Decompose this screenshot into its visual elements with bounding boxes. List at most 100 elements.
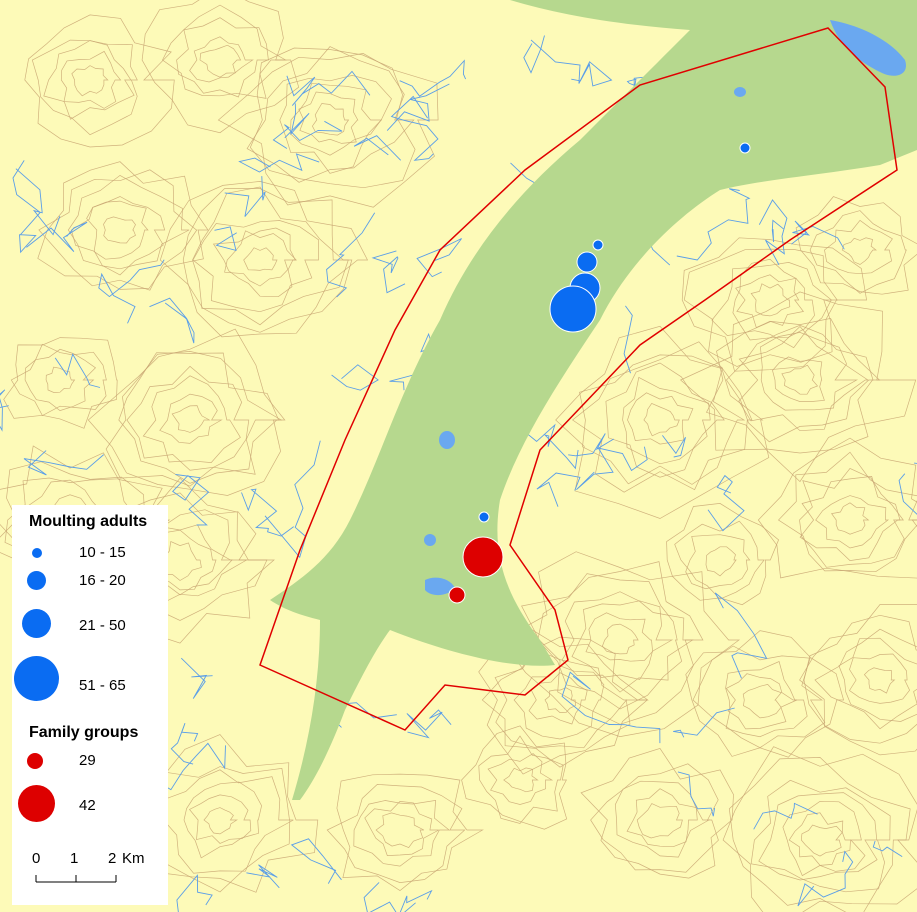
stream — [872, 840, 903, 857]
contour-line — [692, 645, 826, 749]
contour-line — [788, 812, 851, 866]
stream — [662, 435, 686, 458]
stream — [576, 446, 648, 491]
lake-small-north — [734, 87, 746, 97]
contour-line — [353, 799, 451, 867]
contour-line — [725, 324, 874, 443]
stream — [12, 160, 41, 254]
contour-line — [192, 220, 319, 313]
contour-line — [478, 623, 649, 775]
contour-line — [636, 803, 683, 839]
scale-bar-line — [35, 875, 117, 883]
contour-line — [800, 824, 843, 857]
stream — [149, 297, 195, 344]
stream — [386, 83, 450, 131]
contour-line — [118, 352, 280, 484]
moulting-marker[interactable] — [549, 285, 597, 333]
contour-line — [742, 684, 782, 719]
moulting-marker[interactable] — [739, 142, 751, 154]
stream — [530, 39, 613, 87]
legend-symbol-moulting-3 — [22, 609, 51, 638]
contour-line — [224, 230, 298, 287]
contour-line — [757, 437, 917, 579]
contour-line — [738, 325, 870, 432]
moulting-marker[interactable] — [478, 511, 490, 523]
legend-title-moulting: Moulting adults — [29, 513, 148, 530]
contour-line — [685, 534, 751, 590]
legend-label-family-2: 42 — [79, 797, 96, 814]
stream — [286, 70, 371, 106]
contour-line — [561, 591, 694, 693]
contour-line — [849, 653, 911, 704]
stream — [23, 450, 104, 476]
lake-northeast — [830, 20, 906, 76]
stream — [568, 433, 614, 457]
contour-line — [60, 50, 122, 109]
lakes — [424, 20, 906, 596]
contour-line — [171, 405, 211, 433]
stream — [353, 135, 402, 161]
stream — [561, 671, 661, 744]
contour-line — [126, 365, 250, 471]
contour-line — [735, 274, 805, 329]
contour-line — [711, 262, 833, 349]
stream — [98, 259, 165, 324]
contour-line — [249, 47, 416, 189]
family-marker[interactable] — [448, 586, 466, 604]
stream — [54, 353, 101, 388]
lake-south — [424, 534, 436, 546]
contour-line — [521, 561, 704, 725]
stream — [714, 592, 768, 679]
contour-line — [580, 747, 734, 879]
contour-line — [159, 181, 369, 338]
contour-line — [585, 612, 653, 662]
contour-line — [487, 753, 554, 805]
contour-line — [838, 637, 917, 722]
stream — [326, 212, 376, 298]
stream — [797, 850, 854, 907]
legend-symbol-moulting-1 — [32, 548, 42, 558]
contour-line — [537, 573, 683, 710]
contour-line — [217, 53, 439, 208]
contour-line — [24, 14, 175, 148]
contour-line — [86, 200, 149, 260]
contour-line — [544, 687, 576, 713]
contour-line — [809, 210, 907, 294]
contour-line — [750, 779, 891, 893]
valley-floor — [270, 0, 917, 800]
stream — [26, 221, 88, 253]
contour-line — [192, 186, 349, 326]
contour-line — [622, 376, 711, 465]
contour-line — [571, 600, 674, 680]
contour-line — [246, 46, 415, 183]
contour-line — [37, 161, 209, 290]
contour-line — [683, 248, 838, 367]
family-marker[interactable] — [462, 536, 504, 578]
contour-line — [602, 623, 639, 655]
moulting-marker[interactable] — [576, 251, 598, 273]
moulting-marker[interactable] — [592, 239, 604, 251]
stream — [676, 188, 751, 261]
contour-line — [176, 17, 269, 98]
contour-line — [528, 672, 588, 725]
stream — [673, 707, 735, 738]
stream — [264, 440, 321, 559]
contour-line — [103, 216, 136, 244]
contour-line — [105, 351, 283, 487]
contour-line — [758, 792, 878, 881]
contour-line — [375, 812, 425, 849]
contour-line — [183, 781, 262, 859]
contour-line — [203, 807, 238, 835]
contour-line — [494, 648, 628, 749]
scale-tick-0: 0 — [32, 850, 41, 867]
legend-symbol-family-2 — [18, 785, 55, 822]
legend-symbol-moulting-2 — [27, 571, 46, 590]
contour-line — [311, 103, 350, 136]
contour-line — [725, 673, 797, 730]
contour-line — [212, 227, 296, 298]
contour-line — [38, 169, 198, 291]
contour-line — [243, 247, 278, 271]
contour-line — [364, 801, 439, 856]
contour-line — [481, 636, 649, 768]
stream — [290, 838, 342, 884]
